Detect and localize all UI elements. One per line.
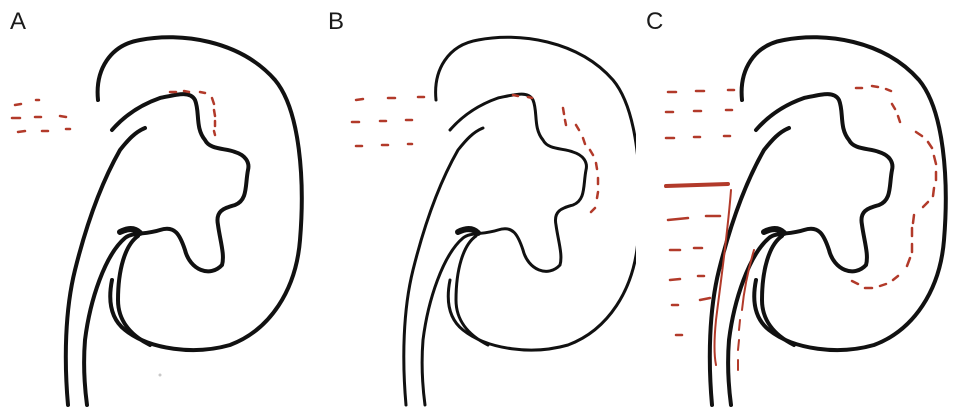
kidney-diagram-a (0, 0, 318, 411)
speck (159, 374, 162, 377)
kidney-diagram-b (318, 0, 636, 411)
renal-pelvis-contour (422, 94, 586, 405)
extravasation-marks (666, 86, 936, 370)
kidney-diagram-c (636, 0, 954, 411)
hilum-notch (120, 229, 140, 233)
hilum-notch (764, 229, 784, 233)
extravasation-marks (352, 95, 598, 212)
kidney-outer-contour (98, 37, 302, 350)
panel-c: C (636, 0, 954, 411)
panel-a: A (0, 0, 318, 411)
kidney-outer-contour (436, 37, 636, 350)
renal-pelvis-contour (84, 94, 248, 405)
renal-pelvis-contour (728, 94, 892, 405)
hilum-notch (458, 229, 478, 233)
panel-b: B (318, 0, 636, 411)
kidney-outer-contour (742, 37, 946, 350)
